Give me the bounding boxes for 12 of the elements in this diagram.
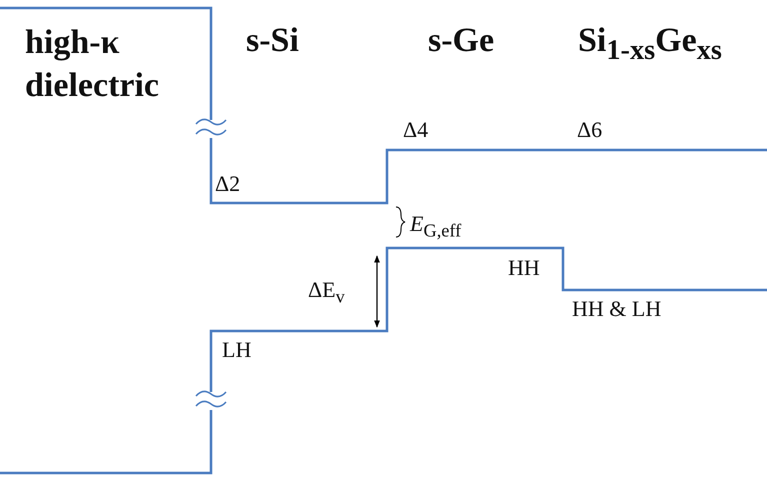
- band-label: Δ6: [577, 118, 602, 142]
- band-label: LH: [222, 338, 252, 362]
- band-label: HH: [508, 256, 540, 280]
- energy-gap-label: E$_{G,eff}$: [410, 212, 462, 241]
- layer-label: s-Si: [246, 22, 299, 60]
- layer-label: Si$_{1-xs}$Ge$_{xs}$: [578, 22, 722, 66]
- band-label: Δ4: [403, 118, 428, 142]
- band-label: HH & LH: [572, 297, 662, 322]
- layer-label: s-Ge: [428, 22, 494, 60]
- layer-label: high-κ dielectric: [25, 23, 160, 106]
- band-label: Δ2: [215, 172, 240, 196]
- offset-label: ΔE$_{v}$: [308, 278, 345, 307]
